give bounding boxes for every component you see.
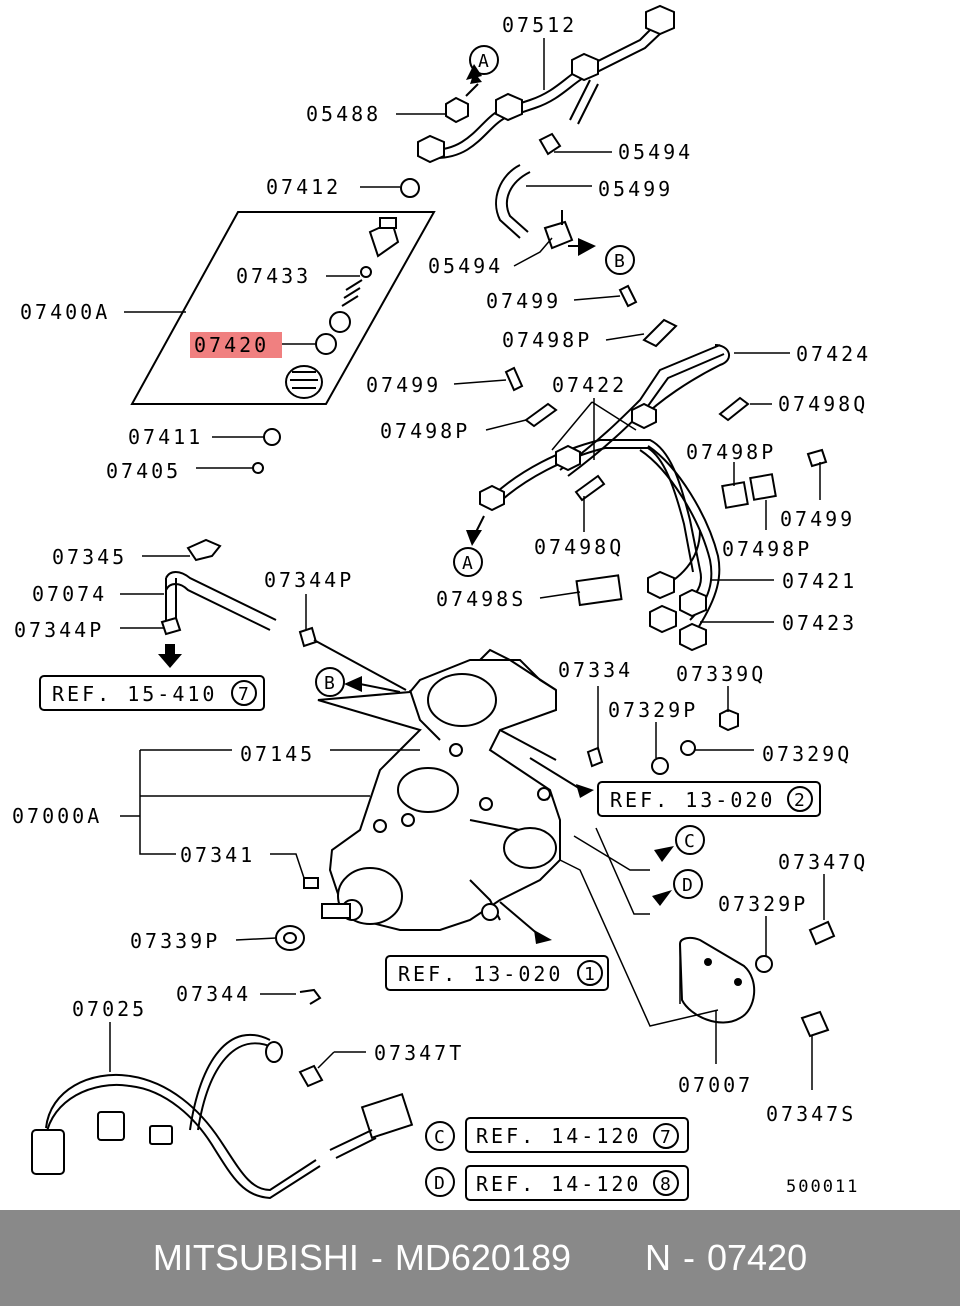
label-07145: 07145 [240,742,315,766]
label-07405: 07405 [106,459,181,483]
leader-lines [109,38,825,1090]
separator: - [683,1237,696,1278]
label-07421: 07421 [782,569,857,593]
label-07344P: 07344P [14,618,104,642]
svg-text:1: 1 [584,964,595,985]
label-07498P: 07498P [502,328,592,352]
label-07423: 07423 [782,611,857,635]
svg-text:B: B [324,673,335,694]
clamp-07498S [575,574,623,607]
label-07422: 07422 [552,373,627,397]
injection-pipes-lower [479,344,730,652]
caption-bar: MITSUBISHI - MD620189 N - 07420 [0,1210,960,1306]
svg-text:2: 2 [794,790,805,811]
svg-text:REF. 14-120: REF. 14-120 [476,1172,641,1196]
label-07498P: 07498P [722,537,812,561]
clamp-07498P [642,318,678,348]
return-hose [495,132,574,250]
brand-text: MITSUBISHI [152,1237,359,1278]
part-number: MD620189 [394,1237,572,1278]
label-07400A: 07400A [20,300,110,324]
label-07433: 07433 [236,264,311,288]
label-07498Q: 07498Q [534,535,624,559]
connector-markers: A B A B C D C D [315,45,705,1197]
svg-text:REF. 14-120: REF. 14-120 [476,1124,641,1148]
label-05494: 05494 [618,140,693,164]
label-07344: 07344 [176,982,251,1006]
label-07420: 07420 [194,333,269,357]
svg-text:7: 7 [238,684,249,705]
svg-text:B: B [614,251,625,272]
svg-text:REF. 15-410: REF. 15-410 [52,682,217,706]
washer-07405 [252,462,264,474]
nut-05488 [445,96,469,124]
svg-text:7: 7 [660,1127,671,1148]
label-07424: 07424 [796,342,871,366]
label-07412: 07412 [266,175,341,199]
injection-pipe-upper [417,4,675,164]
harness-07025 [31,1033,321,1200]
delivery-valve-parts [285,217,400,399]
label-07347T: 07347T [374,1041,464,1065]
svg-text:D: D [682,875,693,896]
label-05499: 05499 [598,177,673,201]
svg-text:D: D [434,1173,445,1194]
part-labels: 07512 05488 05494 07412 05499 07433 0549… [12,13,871,1197]
kit-frame-07400A [130,211,436,405]
label-07334: 07334 [558,658,633,682]
label-07329P: 07329P [718,892,808,916]
washer-07412 [400,178,420,198]
label-07498S: 07498S [436,587,526,611]
label-07512: 07512 [502,13,577,37]
svg-text:C: C [684,831,695,852]
label-07347Q: 07347Q [778,850,868,874]
label-07347S: 07347S [766,1102,856,1126]
label-05494: 05494 [428,254,503,278]
label-07499: 07499 [486,289,561,313]
label-07345: 07345 [52,545,127,569]
svg-text:8: 8 [660,1174,671,1195]
sensor [329,1093,414,1159]
label-07339P: 07339P [130,929,220,953]
label-07025: 07025 [72,997,147,1021]
label-07499: 07499 [780,507,855,531]
hose-07074 [160,571,277,636]
label-07498Q: 07498Q [778,392,868,416]
highlight-07420 [190,332,282,358]
label-07074: 07074 [32,582,107,606]
separator: - [370,1237,383,1278]
label-07499: 07499 [366,373,441,397]
ref-boxes: REF. 15-410 7 REF. 13-020 2 REF. 13-020 … [39,675,821,1201]
label-07341: 07341 [180,843,255,867]
label-05488: 05488 [306,102,381,126]
svg-text:A: A [462,553,473,574]
svg-text:A: A [478,51,489,72]
parts-diagram: A B A B C D C D REF. 15-410 7 REF. 13-02… [12,4,871,1201]
svg-text:REF. 13-020: REF. 13-020 [610,788,775,812]
injection-pump-body [317,648,561,931]
label-07344P: 07344P [264,568,354,592]
label-07498P: 07498P [380,419,470,443]
label-07000A: 07000A [12,804,102,828]
label-07498P: 07498P [686,440,776,464]
cover-07007 [678,936,756,1024]
label-07329Q: 07329Q [762,742,852,766]
bracket-07345 [186,538,222,562]
label-07329P: 07329P [608,698,698,722]
label-07339Q: 07339Q [676,662,766,686]
svg-text:C: C [434,1127,445,1148]
position-prefix: N [645,1237,672,1278]
svg-text:REF. 13-020: REF. 13-020 [398,962,563,986]
label-07007: 07007 [678,1073,753,1097]
position-number: 07420 [707,1237,808,1278]
label-07411: 07411 [128,425,203,449]
drawing-code: 500011 [786,1177,859,1197]
seal-07411 [263,428,281,446]
bolt-07499 [504,284,828,468]
